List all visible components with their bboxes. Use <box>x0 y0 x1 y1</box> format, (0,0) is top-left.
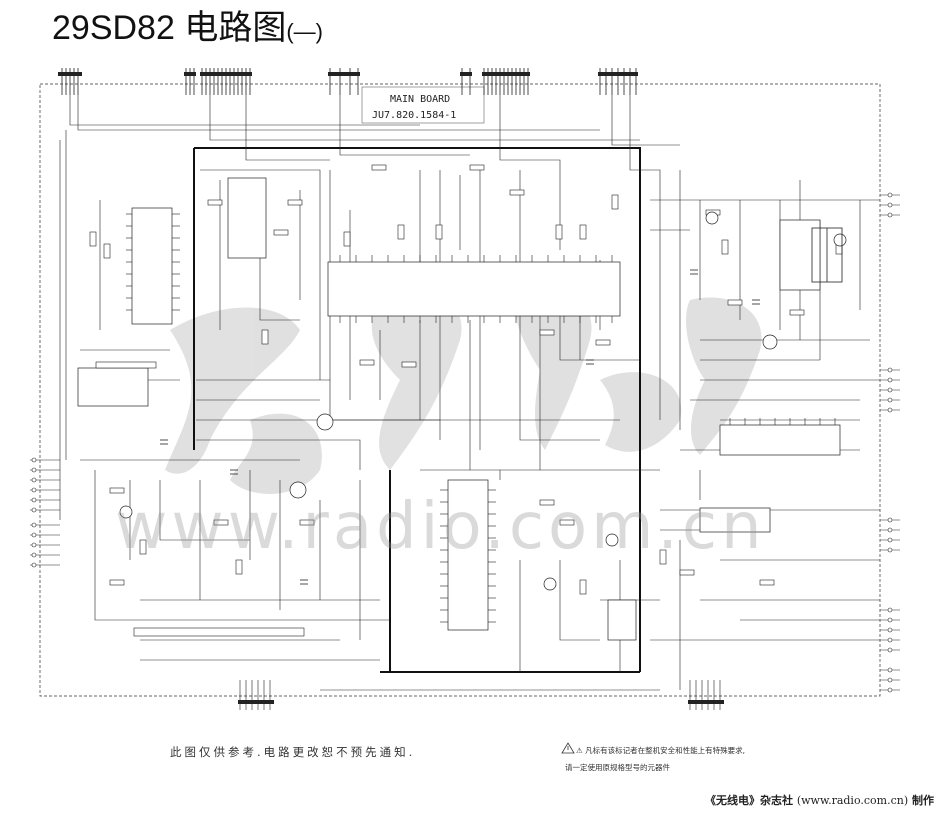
ic-memory <box>607 599 637 641</box>
ic-audio-amp <box>699 507 771 533</box>
board-label-box <box>361 86 485 124</box>
safety-note-line1: ⚠ 凡标有该标记者在整机安全和性能上有特殊要求, <box>576 746 745 755</box>
ic-tuner-interface <box>131 207 173 325</box>
board-label: MAIN BOARD <box>390 94 450 105</box>
watermark-logo <box>165 278 762 494</box>
capacitors <box>160 269 760 585</box>
transformer <box>811 227 843 283</box>
credit-suffix: 制作 <box>911 794 934 807</box>
bottom-connector-pads <box>238 700 724 704</box>
transistors <box>119 211 847 591</box>
warning-triangle-icon <box>561 742 575 754</box>
publisher-url: (www.radio.com.cn) <box>796 794 909 807</box>
disclaimer-note: 此图仅供参考.电路更改恕不预先通知. <box>170 745 416 759</box>
watermark-url: www.radio.com.cn <box>115 490 766 564</box>
ic-microcontroller <box>447 479 489 631</box>
ic-video-processor <box>227 177 267 259</box>
edge-connector-pins <box>31 192 893 693</box>
ic-deflection <box>719 424 841 456</box>
safety-note-line2: 请一定使用原规格型号的元器件 <box>565 763 670 772</box>
publisher-name: 《无线电》杂志社 <box>705 794 793 807</box>
ic-chips <box>77 177 841 641</box>
title-suffix: (—) <box>286 19 323 44</box>
ic-main-processor <box>327 261 621 317</box>
top-connector-pads <box>58 72 638 76</box>
power-bus <box>193 147 641 673</box>
ic-sound-processor <box>77 367 149 407</box>
page-title: 29SD82 电路图(—) <box>52 8 323 52</box>
ic-power-reg <box>779 219 821 291</box>
components <box>89 164 843 595</box>
title-main: 29SD82 电路图 <box>52 9 287 47</box>
header-strips <box>95 361 305 637</box>
ic-pins <box>126 213 836 623</box>
board-part-number: JU7.820.1584-1 <box>372 110 456 121</box>
publisher-credit: 《无线电》杂志社 (www.radio.com.cn) 制作 <box>705 792 934 808</box>
